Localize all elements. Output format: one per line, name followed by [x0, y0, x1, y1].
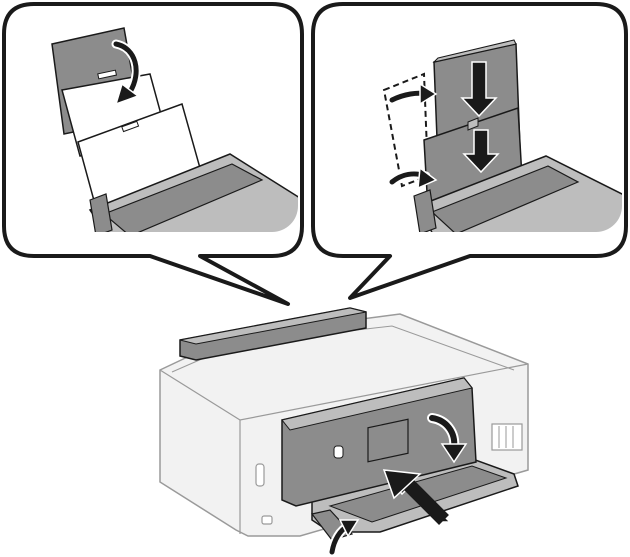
left-callout [4, 4, 302, 304]
memory-card-slot [256, 464, 264, 486]
power-button [334, 446, 343, 458]
right-callout [313, 4, 626, 298]
printer-output-tray-extend-illustration [160, 308, 528, 552]
ink-tank-window [492, 424, 522, 450]
